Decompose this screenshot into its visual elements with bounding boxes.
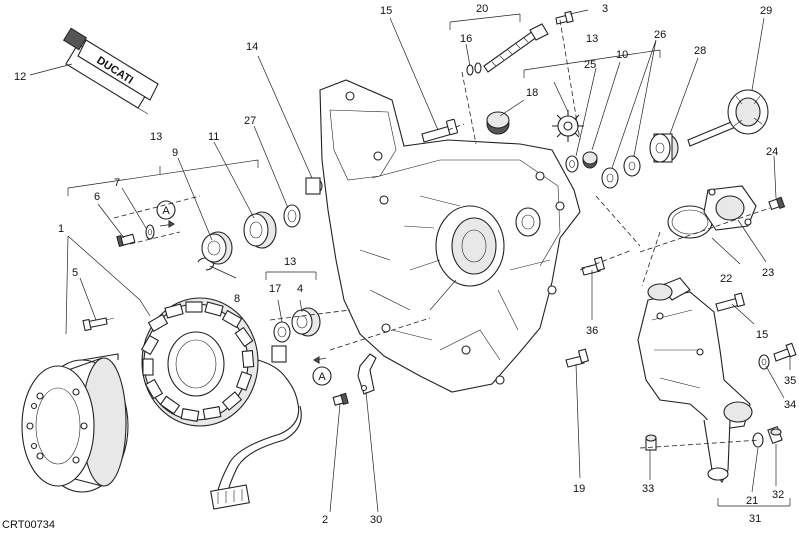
callout-24: 24 xyxy=(766,146,778,158)
callout-14: 14 xyxy=(246,41,258,53)
callout-28: 28 xyxy=(694,45,706,57)
callout-18: 18 xyxy=(526,87,538,99)
callout-13-right: 13 xyxy=(586,33,598,45)
seal-28 xyxy=(649,133,679,163)
callout-19: 19 xyxy=(573,483,585,495)
oring-22 xyxy=(667,205,713,239)
callout-25: 25 xyxy=(584,59,596,71)
diagram-code: CRT00734 xyxy=(2,519,55,531)
dowel-33 xyxy=(645,434,657,451)
bolt-15-right xyxy=(715,292,746,312)
callout-7: 7 xyxy=(114,177,120,189)
seal-10 xyxy=(582,151,598,169)
marker-a-lower-label: A xyxy=(318,371,326,383)
callout-21: 21 xyxy=(746,495,758,507)
callout-30: 30 xyxy=(370,514,382,526)
screw-3 xyxy=(555,10,574,25)
plug-32 xyxy=(767,426,783,444)
bracket-30 xyxy=(357,353,377,395)
pump-impeller-icon xyxy=(552,110,584,142)
seal-18 xyxy=(486,111,510,135)
washer-25 xyxy=(565,155,579,173)
bolt-35 xyxy=(773,342,797,362)
callout-13-left: 13 xyxy=(150,131,162,143)
callout-35: 35 xyxy=(784,375,796,387)
bolt-19 xyxy=(565,348,590,368)
callout-33: 33 xyxy=(642,483,654,495)
bolt-24 xyxy=(768,196,786,211)
pump-cover-23 xyxy=(703,185,757,231)
washer-17 xyxy=(273,321,291,343)
callout-31: 31 xyxy=(749,513,761,525)
callout-23: 23 xyxy=(762,267,774,279)
marker-a-upper: A xyxy=(156,200,176,228)
impeller-29 xyxy=(687,89,769,147)
washers-26 xyxy=(601,155,641,189)
dowel-14 xyxy=(305,177,323,195)
bolt-36 xyxy=(581,256,606,276)
alignment-lines xyxy=(113,19,771,449)
marker-a-lower: A xyxy=(312,356,332,386)
callout-3: 3 xyxy=(602,3,608,15)
washer-34 xyxy=(758,354,770,370)
washers-16 xyxy=(466,62,482,76)
callout-11: 11 xyxy=(208,131,219,143)
bolt-6 xyxy=(116,233,136,247)
callout-26: 26 xyxy=(654,29,666,41)
marker-a-upper-label: A xyxy=(162,205,170,217)
callout-4: 4 xyxy=(297,283,303,295)
callout-15-right: 15 xyxy=(756,329,768,341)
seal-27 xyxy=(283,204,301,228)
callout-16: 16 xyxy=(460,33,472,45)
callout-1: 1 xyxy=(58,223,64,235)
callout-22: 22 xyxy=(720,273,732,285)
bearing-11 xyxy=(243,211,277,249)
sealant-tube: DUCATI xyxy=(62,27,159,115)
callout-9: 9 xyxy=(172,147,178,159)
callout-8: 8 xyxy=(234,293,240,305)
callout-27: 27 xyxy=(244,115,256,127)
callout-29: 29 xyxy=(760,5,772,17)
bolt-5 xyxy=(82,317,115,332)
rotor xyxy=(21,353,129,493)
callout-17: 17 xyxy=(269,283,281,295)
bolt-15-top xyxy=(421,118,459,143)
crankcase-cover xyxy=(319,79,581,393)
callout-20: 20 xyxy=(476,3,488,15)
pump-shaft-20 xyxy=(483,23,549,73)
callout-32: 32 xyxy=(772,489,784,501)
bolt-2 xyxy=(332,392,349,406)
callout-34: 34 xyxy=(784,399,796,411)
callout-13-middle: 13 xyxy=(284,256,296,268)
callout-12: 12 xyxy=(14,71,26,83)
callout-10: 10 xyxy=(616,49,628,61)
washer-21 xyxy=(752,432,764,448)
callout-6: 6 xyxy=(94,191,100,203)
callout-5: 5 xyxy=(72,267,78,279)
callout-numbers: 1 2 3 4 5 6 7 8 9 10 11 12 13 13 13 14 1… xyxy=(14,3,796,526)
water-pump-housing xyxy=(637,277,753,483)
washer-7 xyxy=(145,224,155,240)
leader-lines xyxy=(29,9,791,513)
callout-36: 36 xyxy=(586,325,598,337)
callout-2: 2 xyxy=(322,514,328,526)
bearing-9 xyxy=(201,231,233,265)
callout-15-top: 15 xyxy=(380,5,392,17)
stator xyxy=(140,297,302,510)
bearing-4 xyxy=(291,307,321,337)
